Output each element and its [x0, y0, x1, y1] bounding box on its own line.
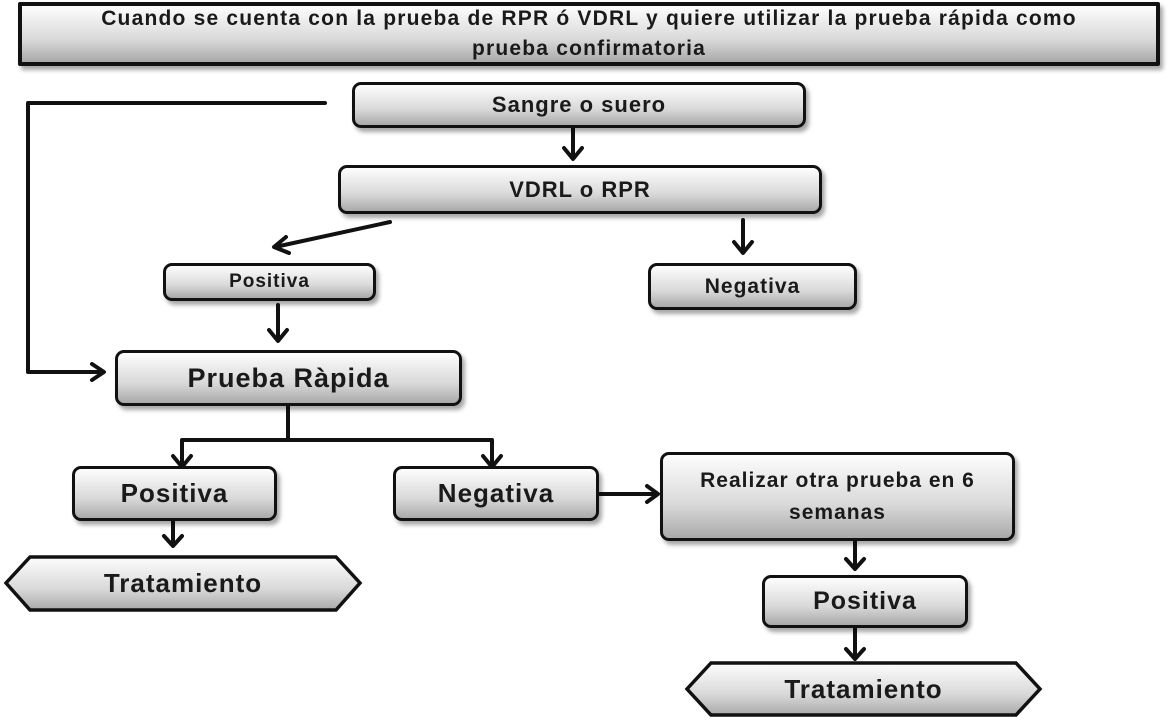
arrow-sample-to-screening [562, 126, 584, 161]
arrow-positive-to-treatment [162, 519, 184, 548]
node-retest-positive: Positiva [762, 575, 968, 628]
arrow-negative-to-retest [598, 484, 660, 504]
node-screening-test: VDRL o RPR [338, 165, 822, 214]
treatment-hexagon-1 [3, 555, 363, 612]
arrow-positive-to-rapid [267, 303, 289, 343]
arrowhead [90, 362, 106, 382]
node-rapid-negative: Negativa [393, 466, 599, 521]
node-retest: Realizar otra prueba en 6 semanas [660, 452, 1015, 541]
arrow-positive-to-treatment-2 [844, 626, 866, 661]
bypass-connector [26, 101, 327, 374]
arrow-rapid-split [171, 404, 503, 469]
treatment-hexagon-2 [684, 661, 1043, 717]
node-treatment-2: Tratamiento [784, 673, 943, 704]
arrow-screening-to-positive [272, 220, 392, 255]
node-rapid-test: Prueba Ràpida [115, 350, 462, 406]
diagram-title: Cuando se cuenta con la prueba de RPR ó … [18, 2, 1160, 66]
arrow-screening-to-negative [732, 218, 754, 255]
arrow-retest-to-positive [844, 539, 866, 571]
node-screening-negative: Negativa [648, 263, 857, 310]
node-rapid-positive: Positiva [72, 466, 277, 521]
node-screening-positive: Positiva [163, 263, 376, 301]
node-sample: Sangre o suero [352, 82, 806, 128]
node-treatment-1: Tratamiento [103, 568, 263, 598]
